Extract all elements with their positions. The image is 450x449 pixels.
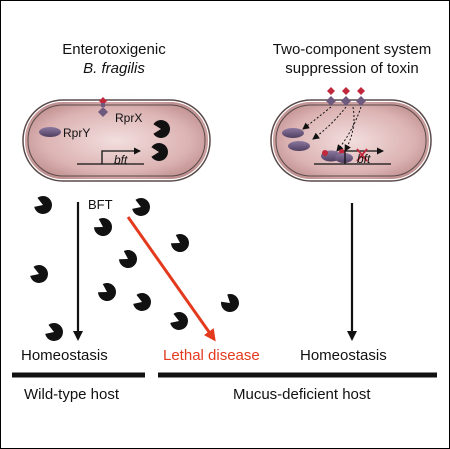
bft-gene-label-right: bft (357, 152, 371, 166)
bft-gene-label-left: bft (114, 153, 128, 167)
bft-toxin-icon (132, 198, 151, 217)
bft-gene-right (314, 147, 391, 165)
rpry-protein (39, 127, 61, 137)
left-title-line2: B. fragilis (83, 60, 145, 77)
bft-toxin-icon (30, 265, 49, 284)
bft-toxin-icon (98, 282, 117, 301)
rpry-proteins-right (282, 128, 353, 163)
bft-toxin-icon (34, 196, 53, 215)
right-panel-title: Two-component system suppression of toxi… (257, 40, 447, 78)
bft-toxins (30, 120, 240, 342)
bft-toxin-label: BFT (88, 197, 113, 212)
bft-toxin-icon (94, 217, 113, 236)
bft-toxin-icon (119, 249, 138, 268)
left-bacterium (11, 89, 221, 193)
rpry-label: RprY (63, 126, 91, 140)
right-title-line1: Two-component system (272, 41, 432, 58)
signaling-arrows (302, 106, 362, 152)
left-title-line1: Enterotoxigenic (62, 41, 166, 58)
arrow-lethal-disease (126, 216, 216, 342)
rprx-label: RprX (115, 111, 143, 125)
bft-toxin-icon (221, 293, 240, 312)
bft-toxin-icon (45, 323, 64, 342)
mucus-deficient-host-label: Mucus-deficient host (233, 386, 371, 403)
wild-type-host-label: Wild-type host (24, 386, 120, 403)
bft-toxin-icon (171, 233, 190, 252)
bft-toxin-icon (133, 293, 152, 311)
right-title-line2: suppression of toxin (285, 60, 419, 77)
outcome-homeostasis-right: Homeostasis (300, 347, 387, 364)
left-panel-title: Enterotoxigenic B. fragilis (29, 40, 199, 78)
outcome-lethal-disease: Lethal disease (163, 347, 260, 364)
outcome-homeostasis-left: Homeostasis (21, 347, 108, 364)
rprx-receptor (98, 97, 108, 117)
rprx-receptors-right (326, 87, 366, 106)
bft-toxin-icon (151, 143, 169, 161)
bft-toxin-icon (153, 120, 171, 139)
bft-gene-left (77, 147, 144, 165)
bft-toxin-icon (170, 312, 189, 331)
right-bacterium (260, 89, 440, 193)
